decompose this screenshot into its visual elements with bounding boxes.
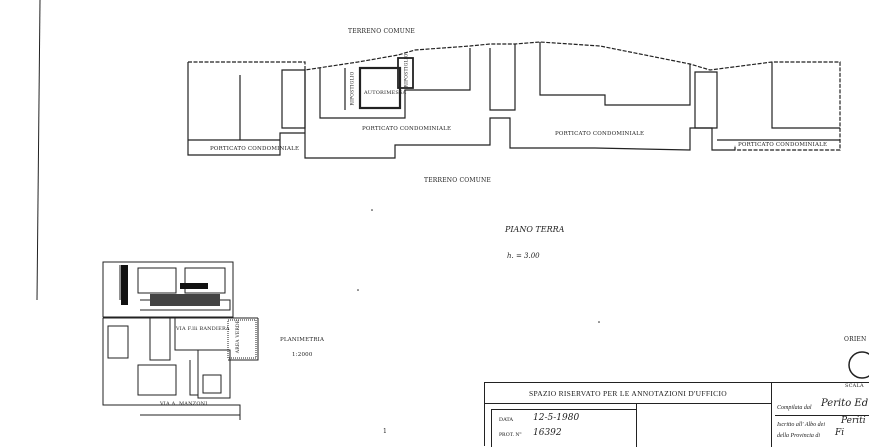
label-terreno-comune-bottom: TERRENO COMUNE	[424, 177, 492, 184]
label-ripostiglio-right: RIPOSTIGLIO	[404, 53, 410, 88]
label-portico-left: PORTICATO CONDOMINIALE	[210, 146, 300, 152]
scale-label: SCALA	[845, 383, 864, 389]
compass-circle	[848, 351, 869, 379]
compilata-value: Perito Ed	[821, 398, 869, 409]
office-annotation-box: SPAZIO RISERVATO PER LE ANNOTAZIONI D'UF…	[484, 382, 869, 447]
office-box-title: SPAZIO RISERVATO PER LE ANNOTAZIONI D'UF…	[485, 383, 771, 404]
planimetria-scale: 1:2000	[292, 352, 313, 358]
prot-label: PROT. N°	[499, 432, 522, 438]
provincia-label: della Provincia di	[777, 433, 821, 439]
date-label: DATA	[499, 417, 514, 423]
iscritto-label: Iscritto all' Albo dei	[777, 422, 826, 428]
compilata-label: Compilata dal	[777, 405, 812, 411]
site-plan	[102, 261, 259, 420]
autorimessa-room	[358, 66, 402, 110]
floor-height: h. = 3.00	[507, 252, 540, 260]
label-ripostiglio-left: RIPOSTIGLIO	[350, 71, 356, 106]
orientation-label: ORIEN	[844, 336, 867, 343]
planimetria-label: PLANIMETRIA	[280, 337, 325, 343]
iscritto-value: Periti	[841, 416, 866, 426]
label-portico-center: PORTICATO CONDOMINIALE	[362, 126, 452, 132]
label-terreno-comune-top: TERRENO COMUNE	[348, 28, 416, 35]
provincia-value: Fi	[835, 428, 845, 438]
date-value: 12-5-1980	[533, 413, 580, 423]
label-autorimessa: AUTORIMESSA	[364, 90, 407, 96]
site-hatch-top	[180, 283, 208, 289]
prot-value: 16392	[533, 428, 562, 438]
margin-line	[36, 0, 41, 301]
park-label: AREA VERDE	[236, 319, 242, 354]
building-outline	[188, 41, 841, 151]
site-hatch-center	[150, 294, 220, 306]
street-bottom-label: VIA A. MANZONI	[160, 401, 208, 407]
label-portico-right: PORTICATO CONDOMINIALE	[555, 131, 645, 137]
floor-title: PIANO TERRA	[505, 225, 565, 234]
site-hatch-left	[121, 265, 128, 305]
street-label: VIA F.lli BANDIERA	[176, 326, 230, 332]
label-portico-far-right: PORTICATO CONDOMINIALE	[738, 142, 828, 148]
stray-mark: 1	[383, 428, 388, 435]
